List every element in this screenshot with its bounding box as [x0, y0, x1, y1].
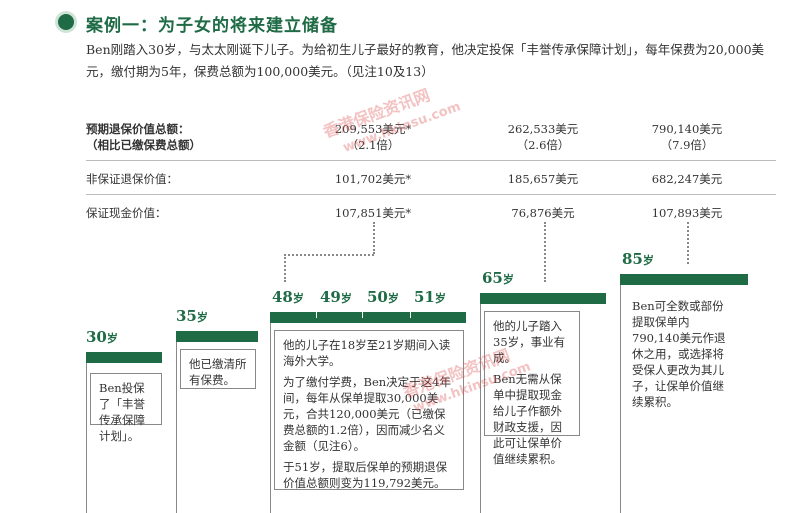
event-box-age65-p2: Ben无需从保单中提取现金给儿子作额外财政支援，因此可让保单价值继续累积。 [493, 372, 562, 466]
bar-tick [362, 312, 363, 318]
row-total-label: 预期退保价值总额： （相比已缴保费总额） [86, 121, 201, 153]
col1-guaranteed: 107,851美元* [334, 206, 412, 220]
section-bullet-icon [58, 14, 74, 30]
col1-nonguaranteed: 101,702美元* [334, 172, 412, 186]
col3-nonguaranteed: 682,247美元 [651, 172, 723, 186]
age-label-35: 35岁 [176, 307, 208, 325]
col3-ratio: （7.9倍） [660, 138, 714, 152]
col2-ratio: （2.6倍） [516, 138, 570, 152]
col3-total: 790,140美元 （7.9倍） [632, 121, 742, 153]
event-box-age65: 他的儿子踏入35岁，事业有成。 Ben无需从保单中提取现金给儿子作额外财政支援，… [484, 311, 580, 466]
col1-ratio: （2.1倍） [346, 138, 400, 152]
timeline-bar-48-51 [270, 312, 466, 323]
timeline-line [480, 304, 481, 513]
event-box-age48-p1: 他的儿子在18岁至21岁期间入读海外大学。 [283, 338, 451, 368]
event-box-age48-p3: 于51岁，提取后保单的预期退保价值总额则变为119,792美元。 [283, 460, 448, 490]
timeline-line [620, 285, 621, 513]
event-box-age85: Ben可全数或部份提取保单内790,140美元作退休之用，或选择将受保人更改为其… [624, 292, 742, 410]
event-box-age35: 他已缴清所有保费。 [180, 349, 256, 389]
timeline-bar-30 [86, 352, 162, 363]
intro-paragraph: Ben刚踏入30岁，与太太刚诞下儿子。为给初生儿子最好的教育，他决定投保「丰誉传… [86, 42, 765, 79]
col2-nonguaranteed: 185,657美元 [507, 172, 579, 186]
timeline-bar-85 [620, 274, 748, 285]
col2-total: 262,533美元 （2.6倍） [488, 121, 598, 153]
page-title: 案例一：为子女的将来建立储备 [86, 16, 338, 36]
row-total-label-line1: 预期退保价值总额： [86, 122, 190, 136]
age-label-65: 65岁 [482, 269, 514, 287]
event-box-age30: Ben投保了「丰誉传承保障计划」。 [90, 373, 162, 443]
timeline-line [270, 323, 271, 513]
connector-col1 [373, 222, 375, 254]
event-box-age65-p1: 他的儿子踏入35岁，事业有成。 [493, 319, 566, 365]
row-total-label-line2: （相比已缴保费总额） [86, 138, 201, 152]
connector-col2 [544, 222, 546, 282]
timeline-bar-35 [176, 331, 258, 342]
row-nonguaranteed-label: 非保证退保价值： [86, 172, 178, 186]
age-label-51: 51岁 [414, 288, 446, 306]
col2-guaranteed: 76,876美元 [511, 206, 575, 220]
col3-guaranteed: 107,893美元 [651, 206, 723, 220]
timeline-bar-65 [480, 293, 606, 304]
timeline-line [176, 342, 177, 513]
age-label-48: 48岁 [272, 288, 304, 306]
col3-total-value: 790,140美元 [651, 122, 723, 136]
bar-tick [410, 312, 411, 318]
col2-total-value: 262,533美元 [507, 122, 579, 136]
event-box-age48: 他的儿子在18岁至21岁期间入读海外大学。 为了缴付学费，Ben决定于这4年间，… [274, 330, 464, 490]
connector-col1-h [284, 254, 374, 256]
connector-col3 [687, 222, 689, 264]
age-label-50: 50岁 [367, 288, 399, 306]
age-label-85: 85岁 [622, 250, 654, 268]
table-divider [86, 194, 776, 195]
event-box-age48-p2: 为了缴付学费，Ben决定于这4年间，每年从保单提取30,000美元，合共120,… [283, 375, 451, 453]
connector-col1-down [284, 254, 286, 282]
col1-total: 209,553美元* （2.1倍） [318, 121, 428, 153]
row-guaranteed-label: 保证现金价值： [86, 206, 167, 220]
table-divider [86, 160, 776, 161]
bar-tick [316, 312, 317, 318]
timeline-line [86, 363, 87, 513]
col1-total-value: 209,553美元* [334, 122, 412, 136]
age-label-49: 49岁 [320, 288, 352, 306]
age-label-30: 30岁 [86, 328, 118, 346]
